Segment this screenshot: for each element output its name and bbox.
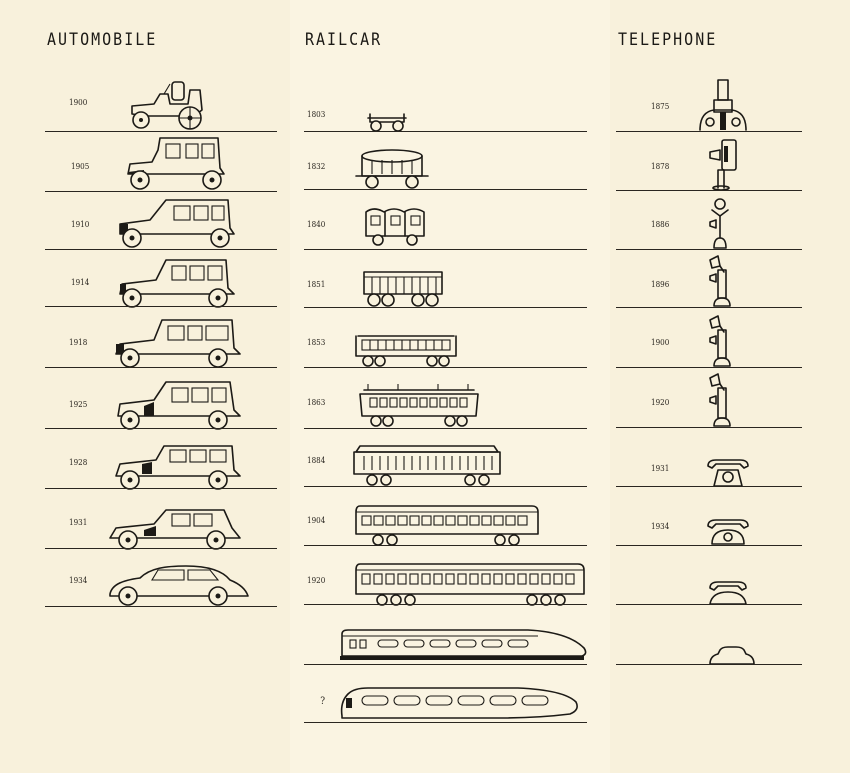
railcar-1832-icon xyxy=(355,149,429,189)
baseline xyxy=(45,191,277,192)
telephone-1920-icon xyxy=(709,373,731,427)
year-label: 1905 xyxy=(71,162,90,171)
year-label: 1920 xyxy=(307,576,326,585)
automobile-1931-icon xyxy=(109,509,241,550)
baseline xyxy=(45,606,277,607)
automobile-1914-icon xyxy=(119,259,235,308)
year-label: 1934 xyxy=(651,522,670,531)
baseline xyxy=(304,307,587,308)
railcar-future-icon xyxy=(340,687,578,719)
telephone-1931-icon xyxy=(707,459,749,487)
automobile-1910-icon xyxy=(119,199,235,248)
year-label: 1920 xyxy=(651,398,670,407)
year-label: 1884 xyxy=(307,456,326,465)
baseline xyxy=(45,428,277,429)
year-label: 1904 xyxy=(307,516,326,525)
railcar-1840-icon xyxy=(365,208,425,246)
railcar-column: RAILCAR 1803 1832 1840 18 xyxy=(290,0,610,773)
year-label: 1928 xyxy=(69,458,88,467)
year-label: 1875 xyxy=(651,102,670,111)
baseline xyxy=(45,548,277,549)
railcar-1920-icon xyxy=(355,563,585,606)
baseline xyxy=(616,307,802,308)
railcar-1904-icon xyxy=(355,505,539,546)
year-label: 1914 xyxy=(71,278,90,287)
year-label: 1840 xyxy=(307,220,326,229)
telephone-cradle-icon xyxy=(709,581,747,605)
automobile-1905-icon xyxy=(127,137,225,190)
railcar-1884-icon xyxy=(353,445,501,486)
automobile-1918-icon xyxy=(115,319,241,368)
baseline xyxy=(616,664,802,665)
baseline xyxy=(304,722,587,723)
baseline xyxy=(45,488,277,489)
telephone-1896-icon xyxy=(709,255,731,307)
baseline xyxy=(304,486,587,487)
year-label: 1910 xyxy=(71,220,90,229)
year-label: 1832 xyxy=(307,162,326,171)
automobile-1928-icon xyxy=(115,445,241,490)
year-label: 1931 xyxy=(69,518,88,527)
railcar-1851-icon xyxy=(363,271,443,307)
automobile-1934-icon xyxy=(109,565,249,606)
baseline xyxy=(304,249,587,250)
telephone-1900-icon xyxy=(709,315,731,367)
railcar-1853-icon xyxy=(355,335,457,367)
baseline xyxy=(616,604,802,605)
telephone-1878-icon xyxy=(709,139,737,190)
baseline xyxy=(616,367,802,368)
baseline xyxy=(304,545,587,546)
baseline xyxy=(616,486,802,487)
year-label: 1918 xyxy=(69,338,88,347)
railcar-column-title: RAILCAR xyxy=(305,28,383,50)
baseline xyxy=(304,604,587,605)
telephone-column: TELEPHONE 1875 1878 1886 xyxy=(610,0,850,773)
year-label: 1803 xyxy=(307,110,326,119)
year-label: 1925 xyxy=(69,400,88,409)
baseline xyxy=(45,367,277,368)
baseline xyxy=(304,189,587,190)
baseline xyxy=(304,367,587,368)
year-label: 1900 xyxy=(69,98,88,107)
automobile-1900-icon xyxy=(131,81,203,130)
telephone-1934-icon xyxy=(707,519,749,545)
baseline xyxy=(616,249,802,250)
year-label: 1896 xyxy=(651,280,670,289)
year-label: 1851 xyxy=(307,280,326,289)
year-label: 1863 xyxy=(307,398,326,407)
baseline xyxy=(304,664,587,665)
telephone-1875-icon xyxy=(699,79,747,131)
baseline xyxy=(45,306,277,307)
automobile-column: AUTOMOBILE 1900 1905 1910 xyxy=(0,0,290,773)
baseline xyxy=(304,428,587,429)
year-label: 1934 xyxy=(69,576,88,585)
baseline xyxy=(616,427,802,428)
railcar-1863-icon xyxy=(359,384,479,427)
railcar-streamliner-icon xyxy=(340,629,587,660)
automobile-1925-icon xyxy=(117,381,241,430)
baseline xyxy=(616,131,802,132)
baseline xyxy=(45,249,277,250)
telephone-column-title: TELEPHONE xyxy=(618,28,718,50)
year-label: 1878 xyxy=(651,162,670,171)
telephone-future-icon xyxy=(709,646,755,665)
year-label: 1853 xyxy=(307,338,326,347)
baseline xyxy=(616,545,802,546)
baseline xyxy=(45,131,277,132)
year-label: 1900 xyxy=(651,338,670,347)
year-label: 1886 xyxy=(651,220,670,229)
year-label: 1931 xyxy=(651,464,670,473)
automobile-column-title: AUTOMOBILE xyxy=(47,28,158,50)
baseline xyxy=(304,131,587,132)
telephone-1886-icon xyxy=(709,198,729,249)
baseline xyxy=(616,190,802,191)
year-label: ? xyxy=(320,696,326,707)
